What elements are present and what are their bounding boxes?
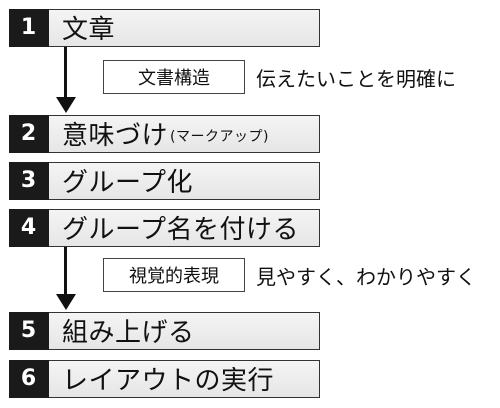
step-label: グループ化 xyxy=(62,168,193,198)
step-label: 意味づけ(マークアップ) xyxy=(62,121,269,151)
note-text-clarify: 伝えたいことを明確に xyxy=(256,66,456,91)
step-label: グループ名を付ける xyxy=(62,215,299,245)
note-box-visual-expression: 視覚的表現 xyxy=(103,258,245,292)
step-1: 1 文章 xyxy=(8,8,320,47)
note-box-document-structure: 文書構造 xyxy=(103,60,245,94)
note-text-readable: 見やすく、わかりやすく xyxy=(256,264,476,289)
step-label: 文章 xyxy=(62,15,116,45)
step-label: レイアウトの実行 xyxy=(62,366,275,396)
step-label: 組み上げる xyxy=(62,318,195,348)
step-5: 5 組み上げる xyxy=(8,311,320,350)
step-3: 3 グループ化 xyxy=(8,161,320,200)
step-number: 5 xyxy=(8,311,49,350)
flow-arrow-head xyxy=(56,97,76,113)
step-number: 4 xyxy=(8,208,49,247)
step-number: 1 xyxy=(8,8,49,47)
step-4: 4 グループ名を付ける xyxy=(8,208,320,247)
step-2: 2 意味づけ(マークアップ) xyxy=(8,114,320,153)
step-sublabel: (マークアップ) xyxy=(170,128,269,145)
flow-arrow-line xyxy=(64,47,67,99)
flow-arrow-head xyxy=(56,294,76,310)
step-number: 3 xyxy=(8,161,49,200)
step-6: 6 レイアウトの実行 xyxy=(8,359,320,398)
step-number: 6 xyxy=(8,359,49,398)
step-number: 2 xyxy=(8,114,49,153)
flow-arrow-line xyxy=(64,247,67,296)
